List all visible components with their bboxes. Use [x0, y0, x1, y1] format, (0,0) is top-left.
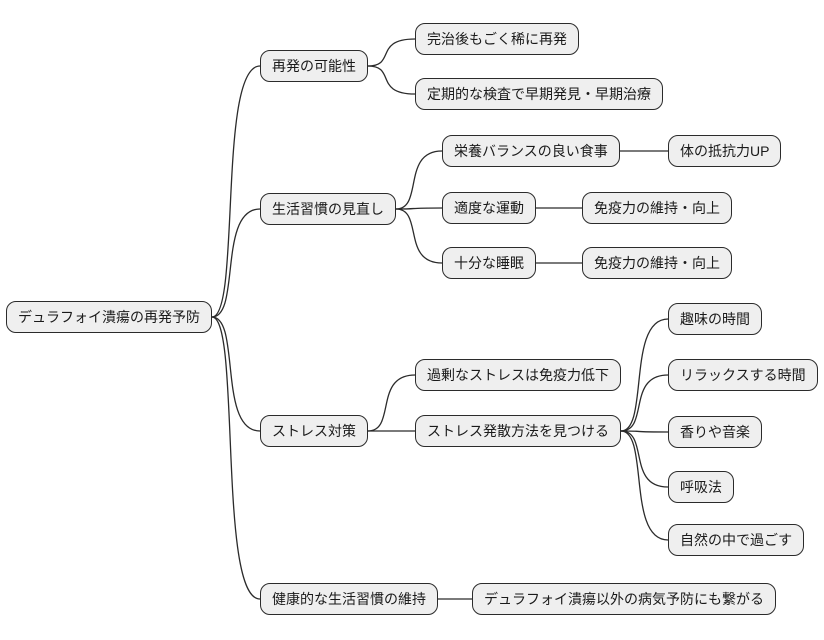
node-spend-time-in-nature: 自然の中で過ごす: [668, 524, 805, 556]
node-hobby-time: 趣味の時間: [668, 303, 762, 335]
node-prevents-other-diseases: デュラフォイ潰瘍以外の病気予防にも繋がる: [472, 583, 776, 615]
node-immunity-maintain-improve-1: 免疫力の維持・向上: [582, 192, 732, 224]
node-rare-recurrence-after-cure: 完治後もごく稀に再発: [415, 23, 579, 55]
node-excess-stress-lowers-immunity: 過剰なストレスは免疫力低下: [415, 359, 621, 391]
node-moderate-exercise: 適度な運動: [442, 192, 536, 224]
node-body-resistance-up: 体の抵抗力UP: [668, 135, 782, 167]
node-relaxation-time: リラックスする時間: [668, 359, 818, 391]
node-find-stress-relief-methods: ストレス発散方法を見つける: [415, 415, 621, 447]
node-scent-and-music: 香りや音楽: [668, 416, 762, 448]
node-maintain-healthy-lifestyle: 健康的な生活習慣の維持: [260, 583, 438, 615]
node-root-dieulafoy-recurrence-prevention: デュラフォイ潰瘍の再発予防: [6, 301, 212, 333]
node-lifestyle-review: 生活習慣の見直し: [260, 193, 396, 225]
node-breathing-techniques: 呼吸法: [668, 471, 734, 503]
node-sufficient-sleep: 十分な睡眠: [442, 247, 536, 279]
node-regular-checkups-early-detection: 定期的な検査で早期発見・早期治療: [415, 78, 663, 110]
node-immunity-maintain-improve-2: 免疫力の維持・向上: [582, 247, 732, 279]
node-balanced-diet: 栄養バランスの良い食事: [442, 135, 620, 167]
node-recurrence-possibility: 再発の可能性: [260, 50, 368, 82]
node-stress-measures: ストレス対策: [260, 415, 368, 447]
